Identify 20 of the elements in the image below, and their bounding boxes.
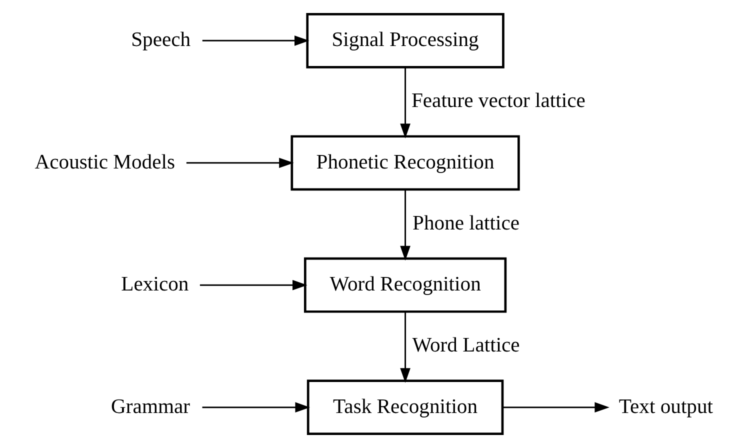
node-text: Lexicon bbox=[120, 274, 188, 296]
arrow bbox=[400, 190, 410, 261]
node-box: Word Recognition bbox=[303, 257, 506, 313]
node-box: Task Recognition bbox=[306, 380, 504, 436]
node-text: Grammar bbox=[110, 396, 190, 418]
node-text: Text output bbox=[618, 396, 713, 418]
edge-label: Phone lattice bbox=[412, 212, 520, 234]
edge-label: Word Lattice bbox=[412, 334, 520, 357]
arrow bbox=[199, 280, 307, 290]
edge-label: Feature vector lattice bbox=[410, 90, 585, 112]
node-box: Signal Processing bbox=[306, 12, 504, 68]
arrow bbox=[400, 67, 410, 138]
node-text: Speech bbox=[130, 29, 190, 52]
node-box: Phonetic Recognition bbox=[290, 135, 520, 191]
arrow bbox=[202, 36, 309, 46]
arrow bbox=[502, 402, 609, 412]
arrow bbox=[186, 158, 294, 168]
node-text: Acoustic Models bbox=[34, 151, 175, 174]
arrow bbox=[400, 312, 410, 383]
arrow bbox=[202, 402, 310, 412]
